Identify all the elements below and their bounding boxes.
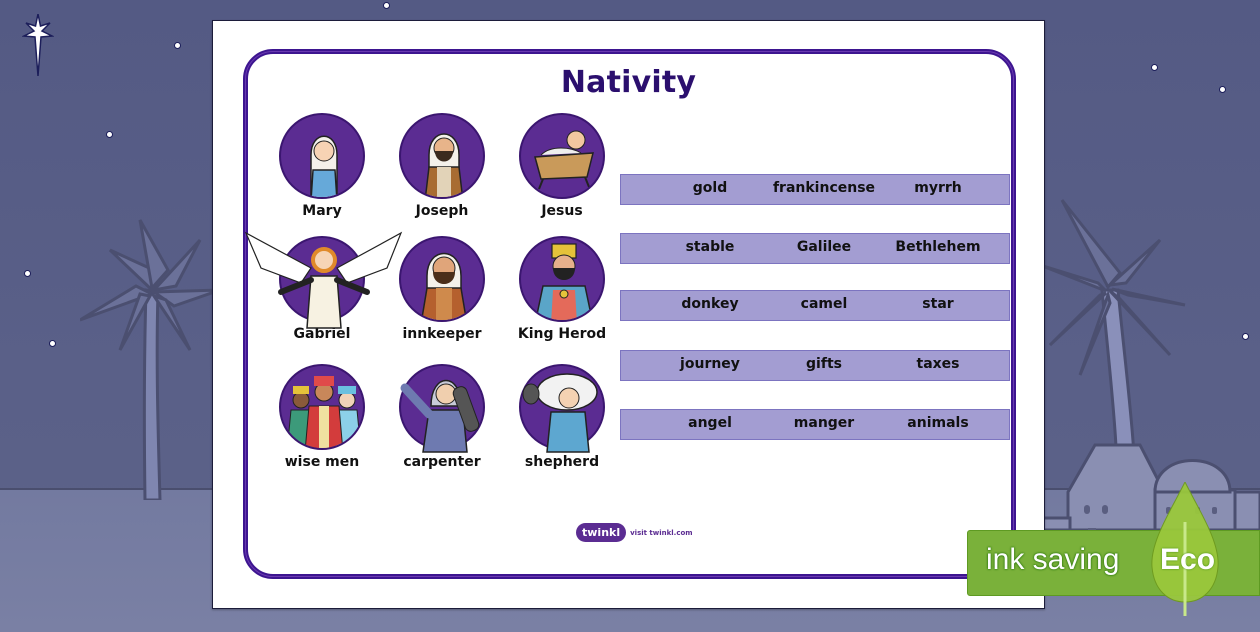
shepherd-icon bbox=[519, 364, 605, 453]
word-card: manger bbox=[793, 415, 855, 431]
carpenter-icon bbox=[399, 364, 485, 453]
character-card-jesus: Jesus bbox=[502, 113, 622, 219]
word-card: stable bbox=[685, 239, 735, 255]
word-card: animals bbox=[907, 415, 969, 431]
word-row: journey gifts taxes bbox=[620, 350, 1010, 381]
star-dot bbox=[383, 2, 390, 9]
star-dot bbox=[174, 42, 181, 49]
twinkl-logo[interactable]: twinkl visit twinkl.com bbox=[576, 523, 693, 542]
character-card-shepherd: shepherd bbox=[502, 364, 622, 470]
character-card-joseph: Joseph bbox=[382, 113, 502, 219]
king-herod-icon bbox=[519, 236, 605, 322]
character-card-king-herod: King Herod bbox=[502, 236, 622, 342]
character-card-gabriel: Gabriel bbox=[244, 231, 403, 342]
character-card-innkeeper: innkeeper bbox=[382, 236, 502, 342]
worksheet-page: Nativity Mary Joseph bbox=[212, 20, 1045, 609]
innkeeper-icon bbox=[399, 236, 485, 322]
ink-saving-text: ink saving bbox=[986, 543, 1120, 576]
palm-tree-icon bbox=[1040, 199, 1186, 535]
worksheet-border bbox=[243, 49, 1016, 579]
star-dot bbox=[1219, 86, 1226, 93]
eco-leaf-icon bbox=[1151, 482, 1219, 616]
word-card: gifts bbox=[806, 356, 842, 372]
word-card: angel bbox=[688, 415, 732, 431]
word-card: taxes bbox=[916, 356, 960, 372]
character-card-wise-men: wise men bbox=[262, 364, 382, 470]
character-card-mary: Mary bbox=[262, 113, 382, 219]
wise-men-icon bbox=[279, 364, 365, 450]
word-card: donkey bbox=[681, 296, 739, 312]
word-row: gold frankincense myrrh bbox=[620, 174, 1010, 205]
eco-label: Eco bbox=[1160, 543, 1216, 576]
word-card: journey bbox=[680, 356, 740, 372]
worksheet-title: Nativity bbox=[560, 65, 697, 100]
word-card: Bethlehem bbox=[895, 239, 981, 255]
mary-icon bbox=[279, 113, 365, 199]
angel-gabriel-icon bbox=[244, 231, 403, 329]
baby-jesus-manger-icon bbox=[519, 113, 605, 199]
visit-link[interactable]: visit twinkl.com bbox=[630, 528, 693, 537]
character-card-carpenter: carpenter bbox=[382, 364, 502, 470]
star-dot bbox=[1242, 333, 1249, 340]
word-card: myrrh bbox=[914, 180, 962, 196]
word-card: frankincense bbox=[772, 180, 876, 196]
word-card: Galilee bbox=[796, 239, 852, 255]
word-card: gold bbox=[692, 180, 728, 196]
word-card: star bbox=[922, 296, 954, 312]
star-dot bbox=[106, 131, 113, 138]
twinkl-logo-cloud: twinkl bbox=[576, 523, 627, 542]
joseph-icon bbox=[399, 113, 485, 199]
word-card: camel bbox=[800, 296, 848, 312]
star-of-bethlehem-icon bbox=[22, 14, 54, 76]
word-row: stable Galilee Bethlehem bbox=[620, 233, 1010, 264]
word-row: donkey camel star bbox=[620, 290, 1010, 321]
star-dot bbox=[24, 270, 31, 277]
star-dot bbox=[1151, 64, 1158, 71]
star-dot bbox=[49, 340, 56, 347]
word-row: angel manger animals bbox=[620, 409, 1010, 440]
palm-tree-icon bbox=[80, 219, 220, 500]
